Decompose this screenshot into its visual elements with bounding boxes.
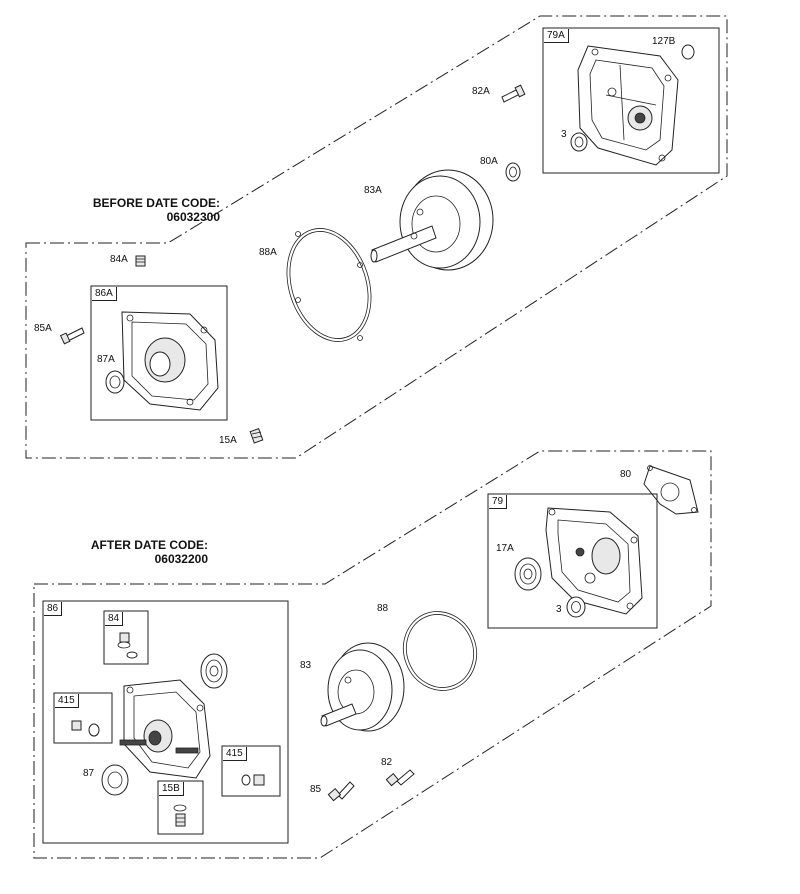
label-86A: 86A (92, 287, 117, 301)
box-415-right (221, 745, 281, 797)
gear-cover-79 (545, 507, 643, 615)
before-section-outline (25, 15, 728, 459)
label-15A: 15A (219, 435, 237, 446)
label-85: 85 (310, 784, 322, 795)
before-date-code-title: BEFORE DATE CODE: (92, 196, 220, 210)
seal-87 (101, 764, 129, 796)
after-date-code-title: AFTER DATE CODE: (90, 538, 208, 552)
seal-3-top (570, 132, 588, 152)
label-127B: 127B (652, 36, 676, 47)
plug-84A (135, 255, 146, 267)
label-79: 79 (489, 495, 508, 509)
bearing-86 (200, 653, 228, 689)
shaft-assembly-83A (370, 169, 494, 271)
oring-88 (403, 611, 477, 691)
label-415-left: 415 (55, 694, 79, 708)
after-date-code-value: 06032200 (154, 552, 208, 566)
label-88A: 88A (259, 247, 277, 258)
shaft-assembly-83 (320, 642, 405, 732)
gasket-88A (286, 228, 372, 342)
label-82A: 82A (472, 86, 490, 97)
box-79 (487, 493, 658, 629)
bolt-85 (327, 781, 355, 802)
box-86 (42, 600, 289, 844)
label-85A: 85A (34, 323, 52, 334)
bearing-17A (514, 557, 542, 591)
plug-84 (117, 632, 138, 659)
crankcase-cover-86 (119, 679, 211, 779)
label-80: 80 (620, 469, 632, 480)
box-415-left (53, 692, 113, 744)
label-415-right: 415 (223, 747, 247, 761)
bolt-85A (59, 327, 85, 345)
before-date-code-value: 06032300 (166, 210, 220, 224)
plug-15A (249, 428, 264, 444)
label-84: 84 (105, 612, 124, 626)
label-88: 88 (377, 603, 389, 614)
label-79A: 79A (544, 29, 569, 43)
label-17A: 17A (496, 543, 514, 554)
before-date-code-heading: BEFORE DATE CODE: 06032300 (40, 196, 220, 224)
box-79A (542, 27, 720, 174)
gear-cover-79A (577, 45, 679, 166)
bolt-82A (501, 84, 526, 103)
label-15B: 15B (159, 782, 184, 796)
box-86A (90, 285, 228, 421)
washer-80A (505, 162, 521, 182)
label-87: 87 (83, 768, 95, 779)
label-83A: 83A (364, 185, 382, 196)
label-80A: 80A (480, 156, 498, 167)
label-3-top: 3 (561, 129, 567, 140)
plug-15B (173, 804, 187, 827)
seal-3-bottom (566, 596, 586, 618)
label-3-bottom: 3 (556, 604, 562, 615)
label-84A: 84A (110, 254, 128, 265)
label-87A: 87A (97, 354, 115, 365)
bolt-82 (385, 769, 415, 787)
seal-87A (105, 370, 125, 394)
after-section-outline (33, 450, 712, 859)
label-82: 82 (381, 757, 393, 768)
after-date-code-heading: AFTER DATE CODE: 06032200 (28, 538, 208, 566)
gasket-80 (643, 465, 699, 515)
crankcase-cover-86A (121, 311, 219, 411)
box-84 (103, 610, 149, 665)
plug-415-right (241, 774, 265, 786)
label-83: 83 (300, 660, 312, 671)
oring-127B (681, 44, 695, 60)
plug-415-left (71, 720, 100, 737)
box-15B (157, 780, 204, 835)
label-86: 86 (44, 602, 63, 616)
